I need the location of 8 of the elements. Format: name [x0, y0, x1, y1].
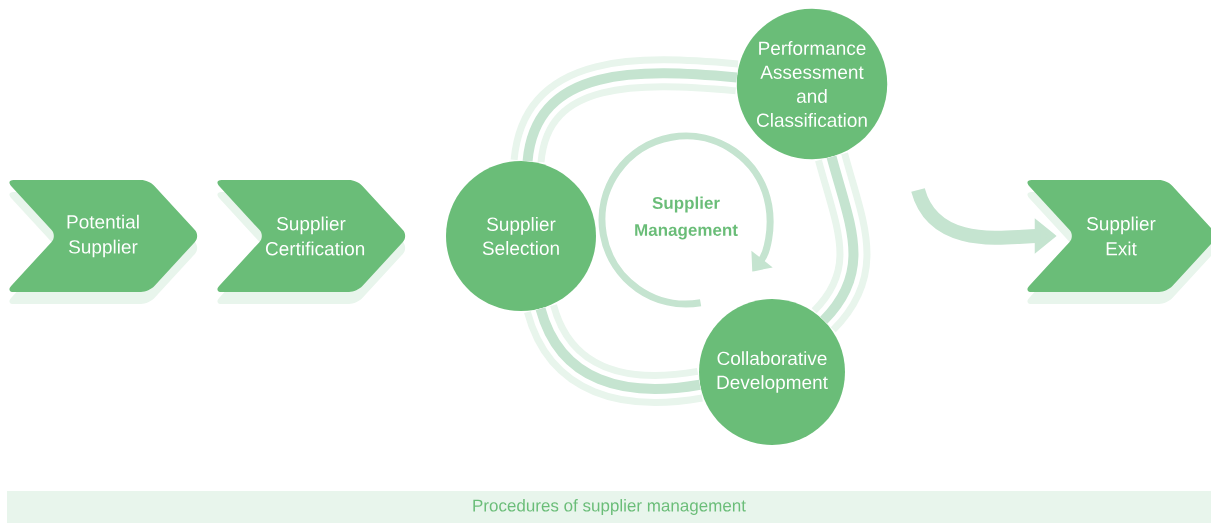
caption-bar: Procedures of supplier management [7, 491, 1211, 523]
chevron-box: Supplier Certification [217, 180, 406, 304]
ring-band [510, 56, 739, 165]
center-label: Supplier Management [635, 196, 738, 240]
chevron-box: Supplier Exit [1027, 180, 1211, 304]
ring-band [811, 152, 871, 332]
chevron-box: Potential Supplier [9, 180, 198, 304]
ring-band [524, 303, 703, 406]
